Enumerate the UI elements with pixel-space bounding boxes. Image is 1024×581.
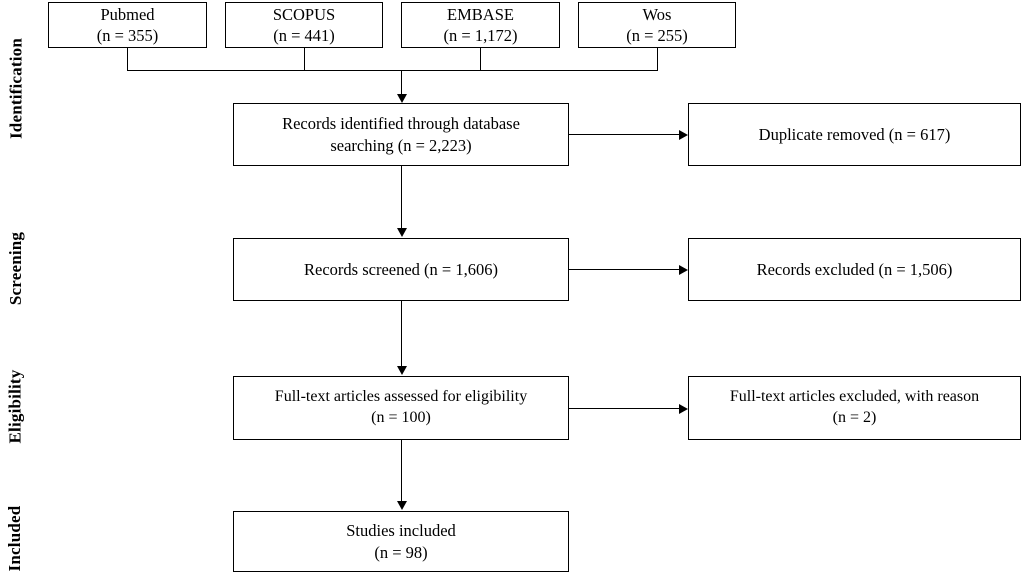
duplicate-removed-line1: Duplicate removed (n = 617) bbox=[758, 124, 951, 144]
source-count-pubmed: (n = 355) bbox=[96, 26, 159, 45]
fulltext-assessed-line2: (n = 100) bbox=[371, 409, 431, 426]
fulltext-assessed-line1: Full-text articles assessed for eligibil… bbox=[274, 388, 528, 406]
arrowhead-identified-to-duplicates bbox=[679, 130, 688, 140]
connector-manifold-to-identified bbox=[401, 70, 402, 96]
stage-label-screening: Screening bbox=[6, 231, 25, 306]
arrowhead-fulltext-to-included bbox=[397, 501, 407, 510]
source-name-pubmed: Pubmed bbox=[100, 4, 155, 24]
arrowhead-manifold-to-identified bbox=[397, 94, 407, 103]
connector-scopus-stem bbox=[304, 48, 305, 70]
connector-fulltext-to-excluded bbox=[569, 408, 679, 409]
source-name-wos: Wos bbox=[642, 4, 672, 24]
box-fulltext-excluded: Full-text articles excluded, with reason… bbox=[688, 376, 1021, 440]
box-records-excluded: Records excluded (n = 1,506) bbox=[688, 238, 1021, 301]
source-box-pubmed: Pubmed (n = 355) bbox=[48, 2, 207, 48]
box-duplicate-removed: Duplicate removed (n = 617) bbox=[688, 103, 1021, 166]
records-identified-line1: Records identified through database bbox=[282, 114, 520, 134]
connector-wos-stem bbox=[657, 48, 658, 70]
source-name-embase: EMBASE bbox=[447, 4, 514, 24]
stage-label-included: Included bbox=[5, 505, 24, 572]
connector-embase-stem bbox=[480, 48, 481, 70]
studies-included-line2: (n = 98) bbox=[374, 542, 428, 562]
box-studies-included: Studies included (n = 98) bbox=[233, 511, 569, 572]
connector-fulltext-to-included bbox=[401, 440, 402, 503]
source-count-wos: (n = 255) bbox=[626, 26, 688, 45]
source-count-scopus: (n = 441) bbox=[273, 26, 335, 45]
connector-identified-to-screened bbox=[401, 166, 402, 229]
source-count-embase: (n = 1,172) bbox=[443, 26, 518, 45]
source-box-embase: EMBASE (n = 1,172) bbox=[401, 2, 560, 48]
connector-screened-to-fulltext bbox=[401, 301, 402, 367]
connector-identified-to-duplicates bbox=[569, 134, 679, 135]
arrowhead-identified-to-screened bbox=[397, 228, 407, 237]
records-excluded-line1: Records excluded (n = 1,506) bbox=[756, 259, 953, 279]
box-records-screened: Records screened (n = 1,606) bbox=[233, 238, 569, 301]
stage-label-identification: Identification bbox=[6, 37, 26, 140]
box-fulltext-assessed: Full-text articles assessed for eligibil… bbox=[233, 376, 569, 440]
connector-pubmed-stem bbox=[127, 48, 128, 70]
source-box-scopus: SCOPUS (n = 441) bbox=[225, 2, 383, 48]
source-box-wos: Wos (n = 255) bbox=[578, 2, 736, 48]
fulltext-excluded-line1: Full-text articles excluded, with reason bbox=[729, 388, 980, 406]
records-identified-line2: searching (n = 2,223) bbox=[330, 135, 472, 155]
arrowhead-screened-to-excluded bbox=[679, 265, 688, 275]
connector-sources-manifold bbox=[127, 70, 658, 71]
records-screened-line1: Records screened (n = 1,606) bbox=[304, 259, 498, 279]
stage-label-eligibility: Eligibility bbox=[5, 369, 25, 444]
studies-included-line1: Studies included bbox=[346, 521, 456, 541]
arrowhead-fulltext-to-excluded bbox=[679, 404, 688, 414]
fulltext-excluded-line2: (n = 2) bbox=[832, 409, 877, 426]
source-name-scopus: SCOPUS bbox=[272, 4, 336, 24]
arrowhead-screened-to-fulltext bbox=[397, 366, 407, 375]
connector-screened-to-excluded bbox=[569, 269, 679, 270]
box-records-identified: Records identified through database sear… bbox=[233, 103, 569, 166]
